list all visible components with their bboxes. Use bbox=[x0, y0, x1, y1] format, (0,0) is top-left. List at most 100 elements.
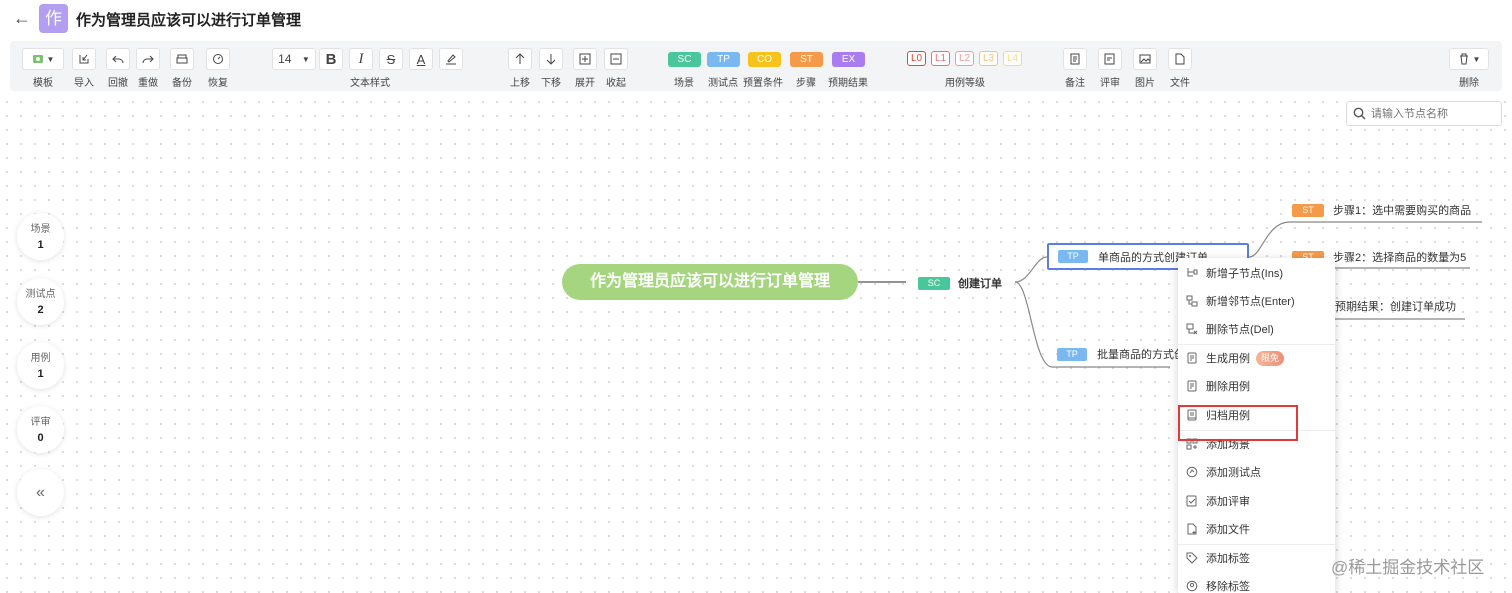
stat-testpoint[interactable]: 测试点 2 bbox=[17, 278, 64, 325]
menu-item-add-testpoint[interactable]: 添加测试点 bbox=[1178, 458, 1335, 486]
chevron-down-icon: ▼ bbox=[46, 54, 55, 64]
menu-item-add-review[interactable]: 添加评审 bbox=[1178, 487, 1335, 515]
undo-button[interactable] bbox=[106, 48, 130, 70]
menu-item-add-tag[interactable]: 添加标签 bbox=[1178, 544, 1335, 572]
tag-tp-button[interactable]: TP bbox=[707, 52, 740, 67]
level-l0-button[interactable]: L0 bbox=[907, 51, 926, 66]
template-dropdown[interactable]: ▼ bbox=[22, 48, 64, 70]
testpoint-tag: TP bbox=[1058, 250, 1088, 263]
tag-co-button[interactable]: CO bbox=[748, 52, 781, 67]
collapse-sidebar-button[interactable]: « bbox=[17, 469, 64, 516]
stat-review[interactable]: 评审 0 bbox=[17, 406, 64, 453]
stat-label: 场景 bbox=[30, 224, 51, 235]
arrow-left-icon[interactable]: ← bbox=[13, 8, 31, 28]
toolbar: ▼ 模板 导入 回撤 重做 备份 恢复 14 ▼ B I S A 文本样式 上移… bbox=[10, 41, 1502, 91]
menu-item-delete-case[interactable]: 删除用例 bbox=[1178, 372, 1335, 400]
testpoint-text: 批量商品的方式创 bbox=[1097, 349, 1185, 361]
search-icon bbox=[1353, 107, 1366, 120]
menu-item-delete-node[interactable]: 删除节点(Del) bbox=[1178, 315, 1335, 343]
bold-button[interactable]: B bbox=[319, 48, 343, 70]
scenario-tag: SC bbox=[918, 276, 950, 290]
level-l4-button[interactable]: L4 bbox=[1003, 51, 1022, 66]
step-tag: ST bbox=[1292, 203, 1324, 217]
note-label: 备注 bbox=[1065, 78, 1085, 89]
menu-item-label: 新增邻节点(Enter) bbox=[1206, 296, 1295, 308]
strikethrough-button[interactable]: S bbox=[379, 48, 403, 70]
stat-label: 评审 bbox=[30, 417, 51, 428]
search-input[interactable] bbox=[1371, 105, 1497, 123]
menu-divider bbox=[1178, 430, 1335, 431]
import-label: 导入 bbox=[74, 78, 94, 89]
menu-item-add-child[interactable]: 新增子节点(Ins) bbox=[1178, 259, 1335, 287]
level-l2-button[interactable]: L2 bbox=[955, 51, 974, 66]
font-size-select[interactable]: 14 ▼ bbox=[272, 48, 316, 70]
free-badge: 限免 bbox=[1256, 350, 1285, 366]
tag-sc-button[interactable]: SC bbox=[668, 52, 701, 67]
menu-item-label: 归档用例 bbox=[1206, 410, 1250, 422]
move-up-button[interactable] bbox=[508, 48, 532, 70]
image-icon bbox=[1139, 54, 1151, 64]
annotation-highlight-box bbox=[1178, 405, 1298, 441]
note-button[interactable] bbox=[1063, 48, 1087, 70]
menu-item-generate-case[interactable]: 生成用例 限免 bbox=[1178, 344, 1335, 372]
highlighter-icon bbox=[446, 54, 456, 65]
level-l3-button[interactable]: L3 bbox=[979, 51, 998, 66]
trash-icon bbox=[1459, 53, 1468, 65]
move-down-button[interactable] bbox=[539, 48, 563, 70]
restore-icon bbox=[213, 54, 223, 64]
watermark-text: @稀土掘金技术社区 bbox=[1331, 558, 1485, 577]
highlight-button[interactable] bbox=[439, 48, 463, 70]
note-icon bbox=[1070, 53, 1080, 65]
menu-item-add-file[interactable]: 添加文件 bbox=[1178, 515, 1335, 543]
node-search-box[interactable] bbox=[1346, 101, 1502, 126]
add-sibling-icon bbox=[1186, 295, 1198, 307]
menu-item-remove-tag[interactable]: 移除标签 bbox=[1178, 572, 1335, 593]
arrow-down-icon bbox=[546, 54, 556, 65]
testpoint-node[interactable]: TP 批量商品的方式创 bbox=[1057, 344, 1185, 364]
redo-icon bbox=[142, 55, 154, 64]
step-node[interactable]: ST 步骤1：选中需要购买的商品 bbox=[1292, 200, 1471, 220]
file-button[interactable] bbox=[1168, 48, 1192, 70]
expand-button[interactable] bbox=[573, 48, 597, 70]
tag-ex-button[interactable]: EX bbox=[832, 52, 865, 67]
menu-item-label: 添加文件 bbox=[1206, 524, 1250, 536]
redo-label: 重做 bbox=[138, 78, 158, 89]
restore-button[interactable] bbox=[206, 48, 230, 70]
stat-value: 1 bbox=[37, 368, 44, 380]
italic-button[interactable]: I bbox=[349, 48, 373, 70]
review-button[interactable] bbox=[1098, 48, 1122, 70]
font-color-button[interactable]: A bbox=[409, 48, 433, 70]
menu-item-archive-case[interactable]: 归档用例 bbox=[1178, 401, 1335, 429]
backup-button[interactable] bbox=[170, 48, 194, 70]
tag-ex-label: 预期结果 bbox=[828, 78, 868, 89]
expected-node[interactable]: 预期结果：创建订单成功 bbox=[1335, 296, 1456, 316]
collapse-label: 收起 bbox=[606, 78, 626, 89]
stat-case[interactable]: 用例 1 bbox=[17, 342, 64, 389]
stat-scene[interactable]: 场景 1 bbox=[17, 213, 64, 260]
menu-divider bbox=[1178, 344, 1335, 345]
import-button[interactable] bbox=[72, 48, 96, 70]
move-down-label: 下移 bbox=[541, 78, 561, 89]
tag-st-button[interactable]: ST bbox=[790, 52, 823, 67]
menu-item-label: 删除节点(Del) bbox=[1206, 324, 1274, 336]
archive-case-icon bbox=[1187, 409, 1197, 421]
review-icon bbox=[1104, 53, 1115, 65]
menu-item-label: 删除用例 bbox=[1206, 381, 1250, 393]
image-button[interactable] bbox=[1133, 48, 1157, 70]
collapse-button[interactable] bbox=[604, 48, 628, 70]
root-node[interactable]: 作为管理员应该可以进行订单管理 bbox=[562, 264, 858, 300]
level-l1-button[interactable]: L1 bbox=[931, 51, 950, 66]
delete-dropdown[interactable]: ▼ bbox=[1449, 48, 1489, 70]
testpoint-node-selected[interactable]: TP 单商品的方式创建订单 bbox=[1047, 243, 1249, 270]
backup-icon bbox=[176, 54, 188, 64]
file-label: 文件 bbox=[1170, 78, 1190, 89]
tag-st-label: 步骤 bbox=[796, 78, 816, 89]
file-icon bbox=[1175, 53, 1185, 65]
remove-tag-icon bbox=[1186, 580, 1198, 592]
scenario-node[interactable]: SC 创建订单 bbox=[906, 271, 1010, 295]
redo-button[interactable] bbox=[136, 48, 160, 70]
menu-item-add-sibling[interactable]: 新增邻节点(Enter) bbox=[1178, 287, 1335, 315]
add-review-icon bbox=[1186, 495, 1197, 507]
menu-item-label: 添加测试点 bbox=[1206, 467, 1261, 479]
